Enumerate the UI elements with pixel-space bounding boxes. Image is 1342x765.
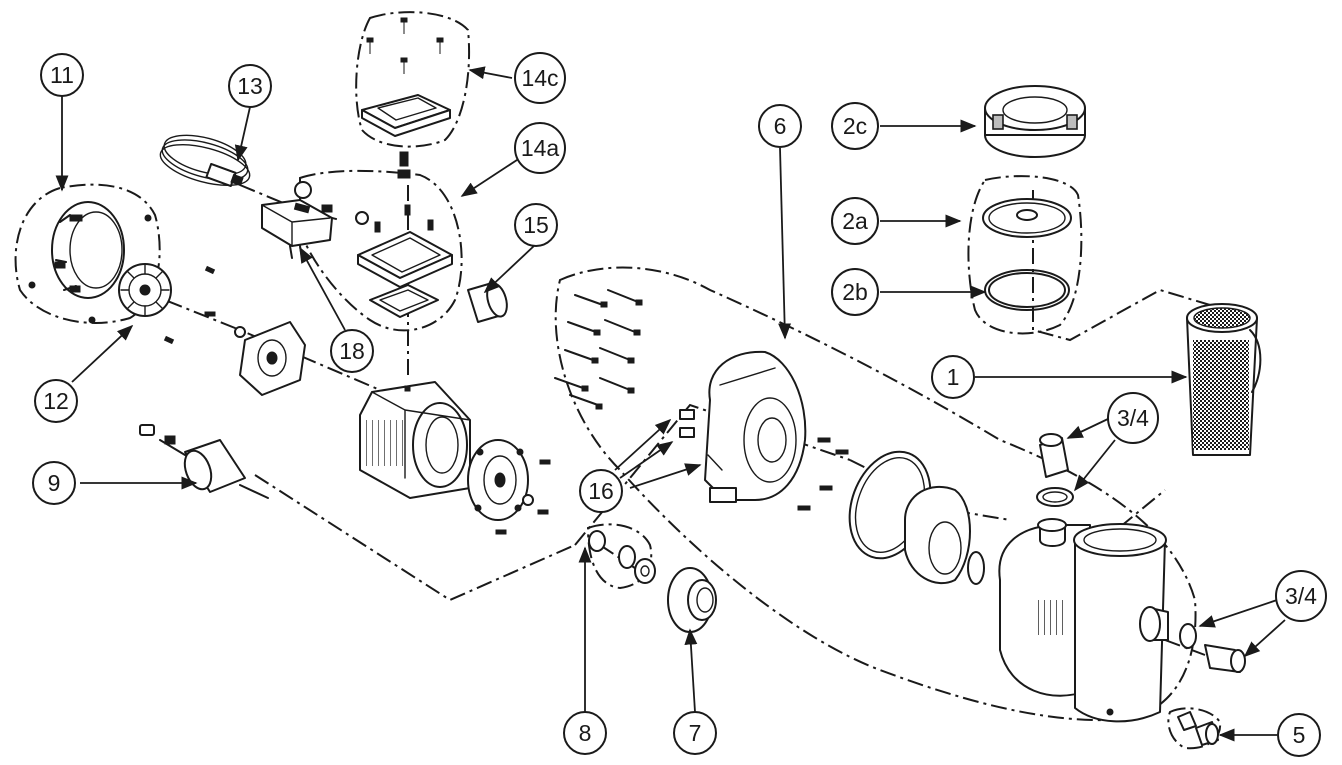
- seal-impeller-drawing: [588, 530, 717, 633]
- pump-housing-drawing: [998, 518, 1169, 723]
- callout-16-label: 16: [588, 478, 614, 504]
- lid-seals-group-outline: [967, 175, 1083, 335]
- callout-9: 9: [32, 461, 76, 505]
- lid-basket-drawing: [982, 85, 1262, 456]
- callout-3-4-upper-label: 3/4: [1117, 405, 1149, 431]
- callout-2c: 2c: [831, 102, 879, 150]
- rear-endplate-drawing: [204, 311, 306, 396]
- callout-8: 8: [563, 711, 607, 755]
- drain-plug-group-outline: [1167, 707, 1222, 750]
- callout-13: 13: [228, 64, 272, 108]
- callout-11-label: 11: [50, 62, 74, 88]
- callout-14c: 14c: [514, 52, 566, 104]
- callout-9-label: 9: [48, 470, 61, 496]
- callout-2a: 2a: [831, 197, 879, 245]
- callout-5-label: 5: [1293, 722, 1306, 748]
- callout-2c-label: 2c: [843, 113, 867, 139]
- control-lid-group-outline: [355, 11, 471, 148]
- fan-drawing: [118, 263, 216, 345]
- callout-11: 11: [40, 53, 84, 97]
- callout-7-label: 7: [689, 720, 702, 746]
- callout-16: 16: [579, 469, 623, 513]
- callout-14c-label: 14c: [521, 65, 558, 91]
- motor-body-drawing: [359, 381, 471, 499]
- callout-2a-label: 2a: [842, 208, 868, 234]
- callout-2b: 2b: [831, 268, 879, 316]
- fan-cover-drawing: [28, 201, 152, 324]
- control-box-group-outline: [299, 169, 463, 332]
- callout-3-4-upper: 3/4: [1107, 392, 1159, 444]
- callout-14a: 14a: [514, 122, 566, 174]
- callout-3-4-lower-label: 3/4: [1285, 583, 1317, 609]
- motor-bracket-drawing: [467, 439, 551, 535]
- callout-1-label: 1: [947, 364, 960, 390]
- callout-14a-label: 14a: [521, 135, 560, 161]
- capacitor-drawing: [261, 181, 369, 259]
- fan-cover-group-outline: [14, 183, 161, 324]
- callout-15: 15: [514, 203, 558, 247]
- fittings-drawing: [1036, 433, 1246, 673]
- callout-18: 18: [330, 329, 374, 373]
- callout-3-4-lower: 3/4: [1275, 570, 1327, 622]
- callout-18-label: 18: [339, 338, 365, 364]
- callout-5: 5: [1277, 713, 1321, 757]
- callout-2b-label: 2b: [842, 279, 868, 305]
- gasket-diffuser-drawing: [848, 450, 985, 585]
- drain-plug-drawing: [1177, 711, 1219, 746]
- leader-lines: [55, 66, 1286, 742]
- control-box-base-drawing: [357, 151, 453, 318]
- callout-12: 12: [34, 379, 78, 423]
- callout-6: 6: [758, 104, 802, 148]
- rotor-shaft-drawing: [139, 424, 269, 499]
- callout-12-label: 12: [43, 388, 69, 414]
- callout-1: 1: [931, 355, 975, 399]
- callout-15-label: 15: [523, 212, 549, 238]
- callout-13-label: 13: [237, 73, 263, 99]
- seal-housing-drawing: [679, 350, 849, 511]
- housing-bolts: [554, 289, 643, 410]
- callout-8-label: 8: [579, 720, 592, 746]
- control-lid-drawing: [361, 17, 451, 137]
- callout-6-label: 6: [774, 113, 787, 139]
- power-cord-drawing: [159, 134, 251, 188]
- callout-7: 7: [673, 711, 717, 755]
